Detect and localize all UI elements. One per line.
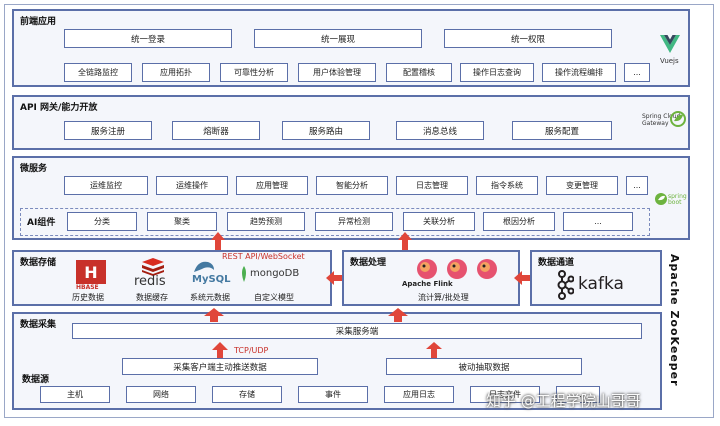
ai-box-6: ... <box>563 212 633 231</box>
frontend-box-1: 应用拓扑 <box>142 63 210 82</box>
flink-squirrel-icon-2 <box>447 259 467 279</box>
ai-box-3: 异常检测 <box>315 212 393 231</box>
gateway-box-2: 服务路由 <box>282 121 370 140</box>
micro-box-2: 应用管理 <box>236 176 308 195</box>
collection-client-box: 采集客户端主动推送数据 <box>122 358 318 375</box>
source-box-5: 日志文件 <box>470 386 540 403</box>
zhihu-watermark: 知乎 @工程学院山哥哥 <box>486 392 641 410</box>
mongodb-logo-label: mongoDB <box>250 268 300 279</box>
storage-layer: 数据存储 REST API/WebSocket H HBASE redis My… <box>12 250 332 306</box>
frontend-box-0: 全链路监控 <box>64 63 132 82</box>
source-box-4: 应用日志 <box>384 386 454 403</box>
flink-logo-label: Apache Flink <box>402 280 453 288</box>
microservices-layer: 微服务 运维监控 运维操作 应用管理 智能分析 日志管理 指令系统 变更管理 .… <box>12 156 690 240</box>
up-arrow-passive <box>426 342 442 358</box>
source-box-0: 主机 <box>40 386 110 403</box>
frontend-box-display: 统一展现 <box>254 29 422 48</box>
spring-boot-icon <box>655 193 667 205</box>
sources-title: 数据源 <box>22 375 50 385</box>
processing-caption: 流计算/批处理 <box>418 293 469 302</box>
redis-logo-label: redis <box>134 274 166 289</box>
architecture-frame <box>4 4 714 418</box>
zookeeper-label: Apache ZooKeeper <box>668 254 681 387</box>
kafka-logo-label: kafka <box>578 274 624 294</box>
up-arrow-tcp <box>212 342 228 364</box>
gateway-box-4: 服务配置 <box>512 121 612 140</box>
frontend-box-5: 操作日志查询 <box>460 63 534 82</box>
ai-box-1: 聚类 <box>147 212 217 231</box>
gateway-box-1: 熔断器 <box>172 121 260 140</box>
gateway-layer: API 网关/能力开放 服务注册 熔断器 服务路由 消息总线 服务配置 Spri… <box>12 95 690 150</box>
hbase-logo-icon: H <box>76 260 106 284</box>
micro-box-4: 日志管理 <box>396 176 468 195</box>
storage-caption-2: 系统元数据 <box>190 293 230 302</box>
kafka-logo-icon <box>557 270 574 300</box>
channel-title: 数据通道 <box>538 258 575 268</box>
source-box-1: 网络 <box>126 386 196 403</box>
micro-box-3: 智能分析 <box>316 176 388 195</box>
micro-box-1: 运维操作 <box>156 176 228 195</box>
frontend-layer: 前端应用 统一登录 统一展现 统一权限 全链路监控 应用拓扑 可靠性分析 用户体… <box>12 9 690 87</box>
frontend-box-4: 配置稽核 <box>386 63 452 82</box>
microservices-title: 微服务 <box>20 164 48 174</box>
mysql-logo-label: MySQL <box>192 274 231 285</box>
frontend-box-3: 用户体验管理 <box>298 63 376 82</box>
frontend-box-2: 可靠性分析 <box>220 63 288 82</box>
passive-extract-box: 被动抽取数据 <box>386 358 582 375</box>
ai-title: AI组件 <box>27 218 56 228</box>
micro-box-5: 指令系统 <box>476 176 538 195</box>
channel-layer: 数据通道 kafka <box>530 250 662 306</box>
mongodb-leaf-icon <box>242 266 246 282</box>
ai-box-5: 根因分析 <box>483 212 555 231</box>
collection-service-box: 采集服务端 <box>72 323 642 339</box>
storage-caption-1: 数据缓存 <box>136 293 168 302</box>
ai-box-0: 分类 <box>67 212 137 231</box>
gateway-title: API 网关/能力开放 <box>20 103 98 113</box>
gateway-box-0: 服务注册 <box>64 121 152 140</box>
up-arrow-collection-left <box>204 308 224 322</box>
processing-title: 数据处理 <box>350 258 387 268</box>
micro-box-0: 运维监控 <box>64 176 148 195</box>
storage-caption-3: 自定义模型 <box>254 293 294 302</box>
spring-boot-label: spring boot <box>668 193 687 206</box>
flink-squirrel-icon-3 <box>477 259 497 279</box>
frontend-box-7: ... <box>624 63 650 82</box>
collection-layer: 数据采集 采集服务端 TCP/UDP 采集客户端主动推送数据 被动抽取数据 数据… <box>12 308 662 410</box>
storage-caption-0: 历史数据 <box>72 293 104 302</box>
vue-logo-label: Vuejs <box>660 57 679 65</box>
storage-title: 数据存储 <box>20 258 57 268</box>
gateway-box-3: 消息总线 <box>396 121 484 140</box>
redis-cube-icon <box>142 258 164 276</box>
micro-box-7: ... <box>626 176 648 195</box>
hbase-logo-label: HBASE <box>76 284 99 291</box>
vue-logo-icon <box>660 35 680 53</box>
tcp-udp-label: TCP/UDP <box>234 346 269 355</box>
frontend-title: 前端应用 <box>20 17 57 27</box>
spring-gateway-leaf-icon <box>670 111 686 127</box>
frontend-box-6: 操作流程编排 <box>542 63 616 82</box>
micro-box-6: 变更管理 <box>546 176 618 195</box>
flink-squirrel-icon-1 <box>417 259 437 279</box>
mysql-dolphin-icon <box>194 261 214 272</box>
source-box-2: 存储 <box>212 386 282 403</box>
storage-api-label: REST API/WebSocket <box>222 252 305 261</box>
frontend-box-login: 统一登录 <box>64 29 232 48</box>
source-box-3: 事件 <box>298 386 368 403</box>
ai-components-group: AI组件 分类 聚类 趋势预测 异常检测 关联分析 根因分析 ... <box>20 208 650 236</box>
processing-layer: 数据处理 Apache Flink 流计算/批处理 <box>342 250 520 306</box>
source-box-6: ... <box>556 386 600 403</box>
gateway-logo-label: Spring Cloud Gateway <box>642 113 681 127</box>
ai-box-4: 关联分析 <box>403 212 475 231</box>
up-arrow-collection-right <box>388 308 408 322</box>
frontend-box-permission: 统一权限 <box>444 29 612 48</box>
ai-box-2: 趋势预测 <box>227 212 305 231</box>
collection-title: 数据采集 <box>20 320 57 330</box>
